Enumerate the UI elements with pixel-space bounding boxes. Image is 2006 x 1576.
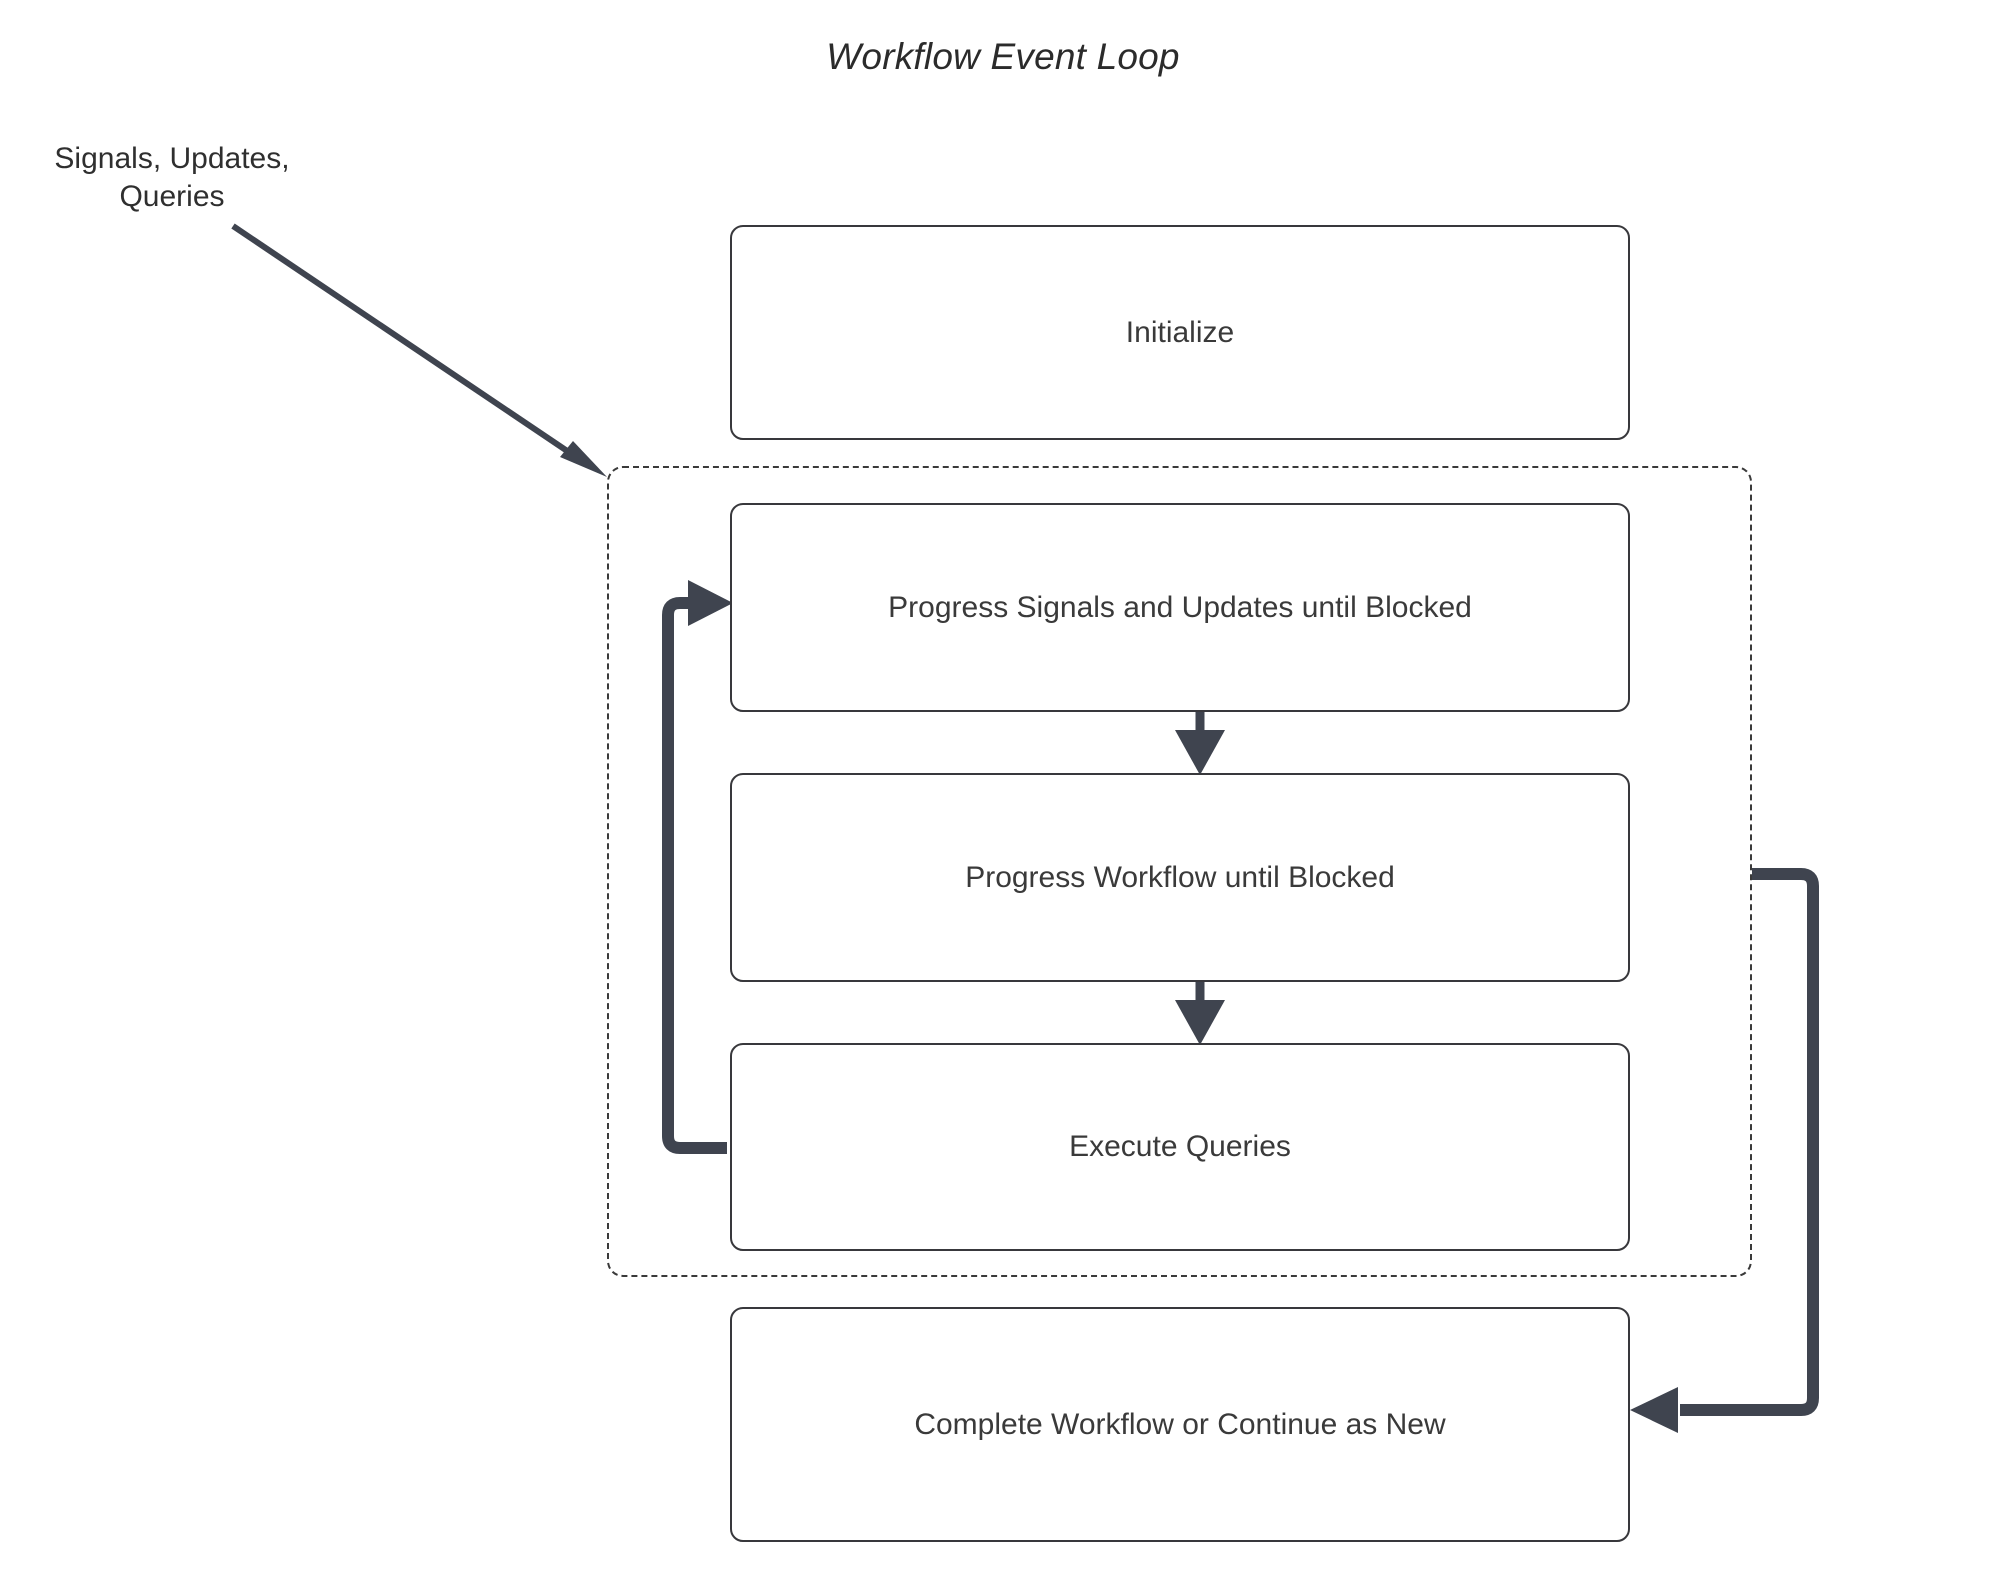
node-complete-workflow-label: Complete Workflow or Continue as New [914, 1407, 1446, 1441]
node-progress-workflow[interactable]: Progress Workflow until Blocked [730, 773, 1630, 982]
node-complete-workflow[interactable]: Complete Workflow or Continue as New [730, 1307, 1630, 1542]
inbound-signals-label: Signals, Updates, Queries [54, 142, 290, 214]
node-progress-signals[interactable]: Progress Signals and Updates until Block… [730, 503, 1630, 712]
node-initialize[interactable]: Initialize [730, 225, 1630, 440]
edge-inbound-signals [231, 223, 607, 477]
event-loop-group [607, 466, 1752, 1277]
node-execute-queries-label: Execute Queries [1069, 1130, 1291, 1164]
node-initialize-label: Initialize [1125, 315, 1235, 349]
page-title: Workflow Event Loop [826, 36, 1180, 77]
node-execute-queries[interactable]: Execute Queries [730, 1043, 1630, 1251]
node-progress-workflow-label: Progress Workflow until Blocked [965, 860, 1395, 894]
node-progress-signals-label: Progress Signals and Updates until Block… [888, 590, 1472, 624]
